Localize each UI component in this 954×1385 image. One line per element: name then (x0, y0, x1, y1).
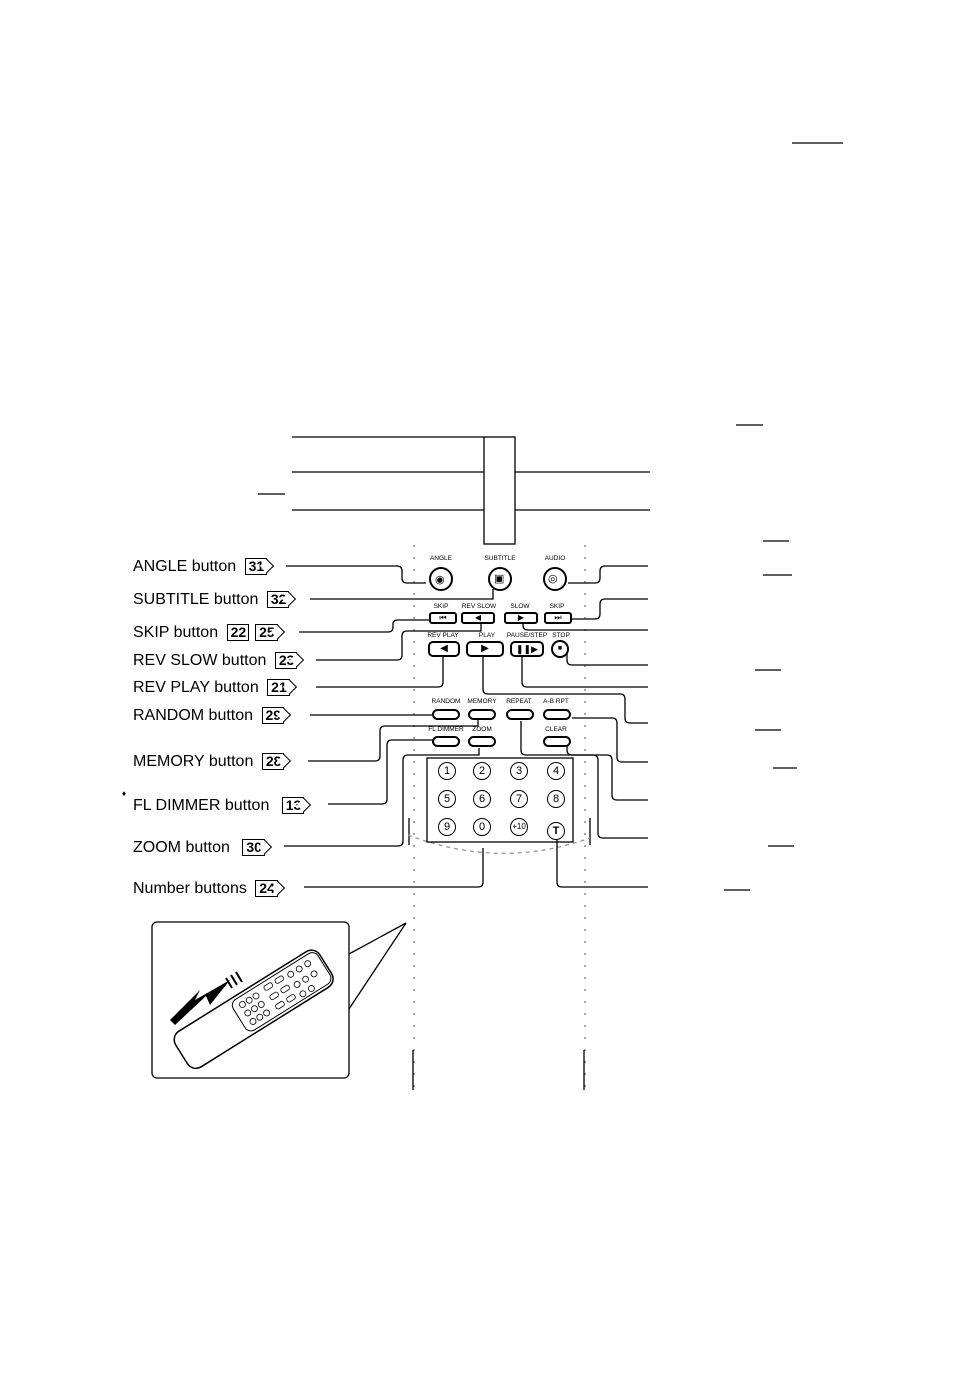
memory-key[interactable] (468, 709, 496, 720)
bullet-mark: ♦ (122, 789, 127, 798)
ref-23: 23 (274, 652, 298, 669)
ref-24: 24 (255, 880, 278, 897)
camera-icon: ◉ (435, 574, 445, 586)
pause-step-key-label: PAUSE/STEP (506, 632, 548, 639)
clear-key-label: CLEAR (545, 726, 567, 733)
rev-slow-icon: ◀ (474, 613, 482, 622)
number-key-0[interactable]: 0 (473, 818, 491, 836)
fl-dimmer-key[interactable] (432, 736, 460, 747)
memory-label: MEMORY button 28 (133, 753, 285, 770)
audio-icon: ◎ (548, 573, 558, 585)
pause-step-icon: ❚❚▶ (515, 644, 538, 654)
rev-slow-key[interactable]: ◀ (461, 612, 495, 624)
subtitle-key-label: SUBTITLE (484, 555, 516, 562)
random-label: RANDOM button 29 (133, 707, 285, 724)
skip-l-key-label: SKIP (433, 603, 449, 610)
number-key-6[interactable]: 6 (473, 790, 491, 808)
slow-icon: ▶ (517, 613, 525, 622)
zoom-key[interactable] (468, 736, 496, 747)
subtitle-icon: ▣ (494, 573, 505, 585)
audio-key-label: AUDIO (544, 555, 566, 562)
number-key-1[interactable]: 1 (438, 762, 456, 780)
number-key-3[interactable]: 3 (510, 762, 528, 780)
skip-r-key-label: SKIP (549, 603, 565, 610)
ref-30: 30 (242, 839, 265, 856)
number-key-plus10[interactable]: +10 (510, 818, 528, 836)
ab-rpt-key[interactable] (543, 709, 571, 720)
random-key-label: RANDOM (431, 698, 461, 705)
ref-29: 29 (261, 707, 285, 724)
play-key[interactable]: ▶ (466, 641, 504, 657)
zoom-key-label: ZOOM (472, 726, 492, 733)
ref-21: 21 (267, 679, 290, 696)
repeat-key-label: REPEAT (506, 698, 532, 705)
ref-25: 25 (255, 624, 278, 641)
number-key-2[interactable]: 2 (473, 762, 491, 780)
skip-prev-icon: ⏮ (439, 613, 447, 622)
stop-key[interactable]: ■ (551, 640, 569, 658)
subtitle-label: SUBTITLE button 32 (133, 591, 290, 608)
number-key-7[interactable]: 7 (510, 790, 528, 808)
memory-key-label: MEMORY (467, 698, 497, 705)
fl-dimmer-label: FL DIMMER button 13 (133, 797, 305, 814)
rev-play-key-label: REV PLAY (427, 632, 459, 639)
rev-slow-label: REV SLOW button 23 (133, 652, 298, 669)
skip-prev-key[interactable]: ⏮ (429, 612, 457, 624)
zoom-label: ZOOM button 30 (133, 839, 265, 856)
slow-key-label: SLOW (510, 603, 530, 610)
ref-31: 31 (244, 558, 268, 575)
t-key[interactable]: T (547, 822, 565, 840)
number-label: Number buttons 24 (133, 880, 278, 897)
random-key[interactable] (432, 709, 460, 720)
number-key-4[interactable]: 4 (547, 762, 565, 780)
skip-next-icon: ⏭ (554, 613, 562, 622)
rev-play-key[interactable]: ◀ (428, 641, 460, 657)
remote-illustration (170, 949, 334, 1070)
clear-key[interactable] (543, 736, 571, 747)
fl-dimmer-key-label: FL DIMMER (428, 726, 464, 733)
skip-next-key[interactable]: ⏭ (544, 612, 572, 624)
ref-22: 22 (226, 624, 250, 641)
play-key-label: PLAY (478, 632, 496, 639)
pause-step-key[interactable]: ❚❚▶ (510, 641, 544, 657)
number-key-5[interactable]: 5 (438, 790, 456, 808)
stop-icon: ■ (557, 645, 563, 652)
ref-32: 32 (266, 591, 290, 608)
ref-28: 28 (261, 753, 285, 770)
rev-play-icon: ◀ (440, 643, 448, 654)
ab-rpt-key-label: A-B RPT (543, 698, 569, 705)
audio-key[interactable]: ◎ (543, 567, 567, 591)
rev-play-label: REV PLAY button 21 (133, 679, 290, 696)
rev-slow-key-label: REV SLOW (461, 603, 497, 610)
ref-13: 13 (281, 797, 305, 814)
slow-key[interactable]: ▶ (504, 612, 538, 624)
repeat-key[interactable] (506, 709, 534, 720)
subtitle-key[interactable]: ▣ (488, 567, 512, 591)
number-key-8[interactable]: 8 (547, 790, 565, 808)
play-icon: ▶ (481, 643, 489, 654)
angle-key[interactable]: ◉ (429, 567, 453, 591)
angle-label: ANGLE button 31 (133, 558, 268, 575)
angle-key-label: ANGLE (429, 555, 453, 562)
stop-key-label: STOP (552, 632, 570, 639)
number-key-9[interactable]: 9 (438, 818, 456, 836)
